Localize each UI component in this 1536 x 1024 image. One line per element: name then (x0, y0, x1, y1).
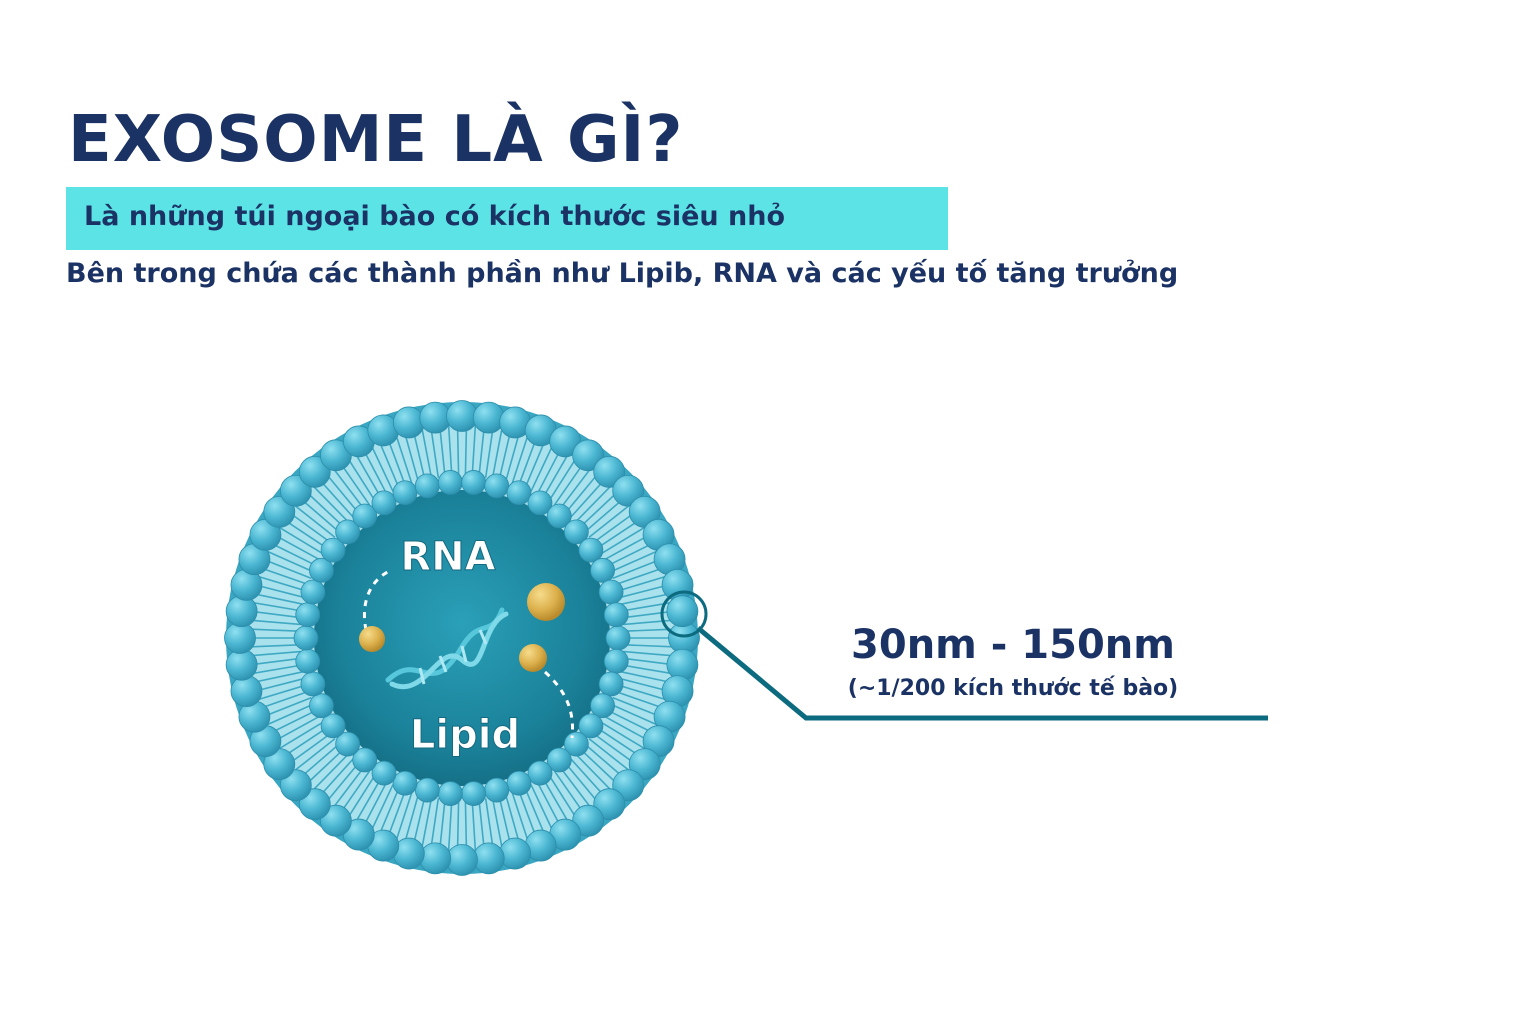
lipid-head-inner (392, 770, 418, 796)
lipid-head-outer (666, 595, 699, 628)
lipid-head-inner (578, 537, 604, 563)
lipid-head-outer (472, 842, 505, 875)
lipid-head-outer (499, 837, 532, 870)
vesicle-core (314, 490, 610, 786)
lipid-head-outer (319, 804, 352, 837)
lipid-head-inner (590, 557, 615, 583)
dna-helix-icon (385, 607, 509, 690)
lipid-head-outer (612, 474, 645, 507)
lipid-head-inner (320, 537, 346, 563)
callout-ring (660, 590, 708, 638)
lipid-head-inner (414, 777, 440, 803)
lipid-head-inner (414, 473, 440, 499)
lipid-head-outer (419, 401, 452, 434)
lipid-head-inner (320, 713, 346, 739)
lipid-head-inner (506, 480, 532, 506)
description-text: Bên trong chứa các thành phần như Lipib,… (66, 258, 1179, 289)
lipid-head-inner (309, 557, 334, 583)
rna-dashed-pointer (363, 568, 393, 631)
lipid-head-inner (309, 693, 334, 719)
lipid-head-outer (224, 622, 256, 654)
lipid-head-inner (563, 731, 589, 757)
lipid-head-inner (335, 731, 361, 757)
label-lipid: Lipid (410, 712, 520, 758)
lipid-head-outer (572, 439, 605, 472)
label-rna: RNA (400, 534, 495, 580)
lipid-head-inner (295, 648, 321, 674)
lipid-head-inner (484, 473, 510, 499)
lipid-head-outer (628, 748, 661, 781)
lipid-head-outer (392, 406, 425, 439)
lipid-head-inner (300, 671, 326, 697)
lipid-head-inner (590, 693, 615, 719)
lipid-heads-outer (224, 400, 700, 876)
particle-small-right (519, 644, 547, 672)
lipid-dashed-pointer (543, 670, 575, 739)
lipid-head-inner (371, 490, 397, 516)
lipid-head-inner (578, 713, 604, 739)
lipid-head-outer (279, 769, 312, 802)
size-note: (~1/200 kích thước tế bào) (847, 676, 1179, 701)
lipid-head-inner (506, 770, 532, 796)
lipid-head-outer (446, 844, 478, 876)
lipid-head-inner (527, 490, 553, 516)
lipid-head-outer (225, 595, 258, 628)
lipid-head-outer (298, 455, 331, 488)
particle-small-left (359, 626, 385, 652)
lipid-head-inner (563, 519, 589, 545)
lipid-heads-inner (293, 470, 631, 806)
lipid-head-inner (371, 760, 397, 786)
lipid-head-inner (603, 602, 629, 628)
lipid-head-inner (598, 671, 624, 697)
lipid-head-outer (225, 648, 258, 681)
lipid-head-inner (352, 503, 378, 529)
lipid-head-outer (668, 622, 700, 654)
lipid-head-inner (603, 648, 629, 674)
lipid-head-inner (546, 747, 572, 773)
page-title: EXOSOME LÀ GÌ? (68, 103, 684, 177)
lipid-head-inner (605, 625, 631, 651)
lipid-tails (248, 424, 676, 852)
highlight-banner: Là những túi ngoại bào có kích thước siê… (66, 187, 948, 250)
particle-large (527, 583, 565, 621)
lipid-head-inner (437, 470, 463, 495)
lipid-head-outer (593, 788, 626, 821)
lipid-head-inner (437, 781, 463, 806)
callout-line (696, 626, 1268, 721)
lipid-head-inner (527, 760, 553, 786)
lipid-head-outer (666, 648, 699, 681)
highlight-text: Là những túi ngoại bào có kích thước siê… (84, 201, 786, 232)
lipid-head-inner (295, 602, 321, 628)
lipid-head-inner (300, 579, 326, 605)
lipid-head-outer (661, 568, 694, 601)
lipid-head-outer (472, 401, 505, 434)
lipid-head-inner (598, 579, 624, 605)
lipid-head-inner (293, 625, 319, 651)
lipid-head-inner (461, 781, 487, 806)
lipid-head-inner (352, 747, 378, 773)
size-callout (660, 590, 1268, 721)
vesicle (224, 400, 700, 876)
lipid-head-inner (484, 777, 510, 803)
lipid-head-inner (546, 503, 572, 529)
lipid-head-outer (419, 842, 452, 875)
size-range: 30nm - 150nm (851, 622, 1175, 668)
lipid-head-inner (392, 480, 418, 506)
lipid-head-outer (446, 400, 478, 432)
lipid-head-outer (230, 675, 263, 708)
lipid-head-outer (263, 495, 296, 528)
lipid-head-inner (335, 519, 361, 545)
lipid-head-inner (461, 470, 487, 495)
